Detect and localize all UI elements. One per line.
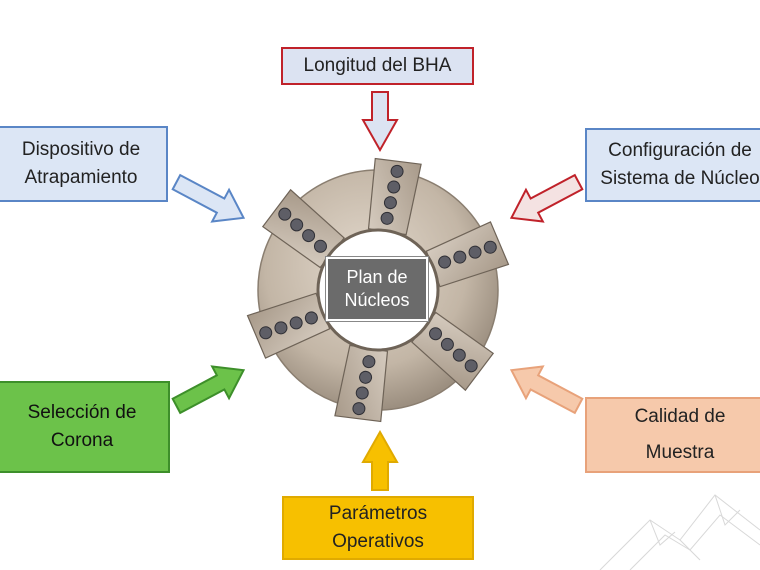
arrow-top-right [509,173,584,223]
arrow-top [361,91,399,153]
node-crown-selection: Selección de Corona [0,381,170,473]
arrow-bottom [361,429,399,491]
bit-cutter [440,337,454,351]
node-core-system-config-line2: Sistema de Núcleo [600,168,760,189]
node-sample-quality-line1: Calidad de [634,405,726,427]
mountain-watermark-icon [599,494,760,570]
bit-blade [246,292,331,359]
arrow-bottom-right [509,365,584,415]
bit-cutter [390,164,404,178]
bit-blade [367,157,422,236]
bit-cutter [278,207,292,221]
node-operating-parameters: Parámetros Operativos [282,496,474,560]
bit-cutter [429,327,443,341]
center-core-plan-line1: Plan de [346,266,408,287]
bit-cutter [304,311,318,325]
arrow-top-left [171,173,246,223]
node-operating-parameters-line2: Operativos [332,531,424,552]
node-sample-quality-line2: Muestra [645,442,715,463]
node-bha-length: Longitud del BHA [281,47,474,85]
bit-cutter [352,402,366,416]
bit-cutter [464,359,478,373]
node-operating-parameters-line1: Parámetros [328,503,428,525]
bit-cutter [274,321,288,335]
bit-cutter [453,250,467,264]
bit-cutter [380,211,394,225]
node-trapping-device-line1: Dispositivo de [21,139,141,161]
bit-cutter [290,218,304,232]
bit-cutter [383,196,397,210]
bit-cutter [438,255,452,269]
bit-cutter [313,239,327,253]
node-trapping-device-line2: Atrapamiento [24,167,138,188]
arrow-bottom-left [171,365,246,415]
bit-cutter [362,355,376,369]
bit-cutter [289,316,303,330]
node-sample-quality: Calidad de Muestra [585,397,760,473]
node-crown-selection-line2: Corona [50,430,114,451]
bit-cutter [387,180,401,194]
bit-cutter [259,326,273,340]
bit-cutter [452,348,466,362]
center-core-plan: Plan de Núcleos [325,256,429,322]
node-core-system-config: Configuración de Sistema de Núcleo [585,128,760,202]
center-core-plan-line2: Núcleos [344,290,410,310]
node-core-system-config-line1: Configuración de [608,140,752,162]
bit-cutter [483,240,497,254]
bit-cutter [302,229,316,243]
node-trapping-device: Dispositivo de Atrapamiento [0,126,168,202]
node-bha-length-label: Longitud del BHA [303,55,452,77]
node-crown-selection-line1: Selección de [27,402,137,424]
bit-cutter [359,370,373,384]
bit-cutter [355,386,369,400]
bit-cutter [468,245,482,259]
